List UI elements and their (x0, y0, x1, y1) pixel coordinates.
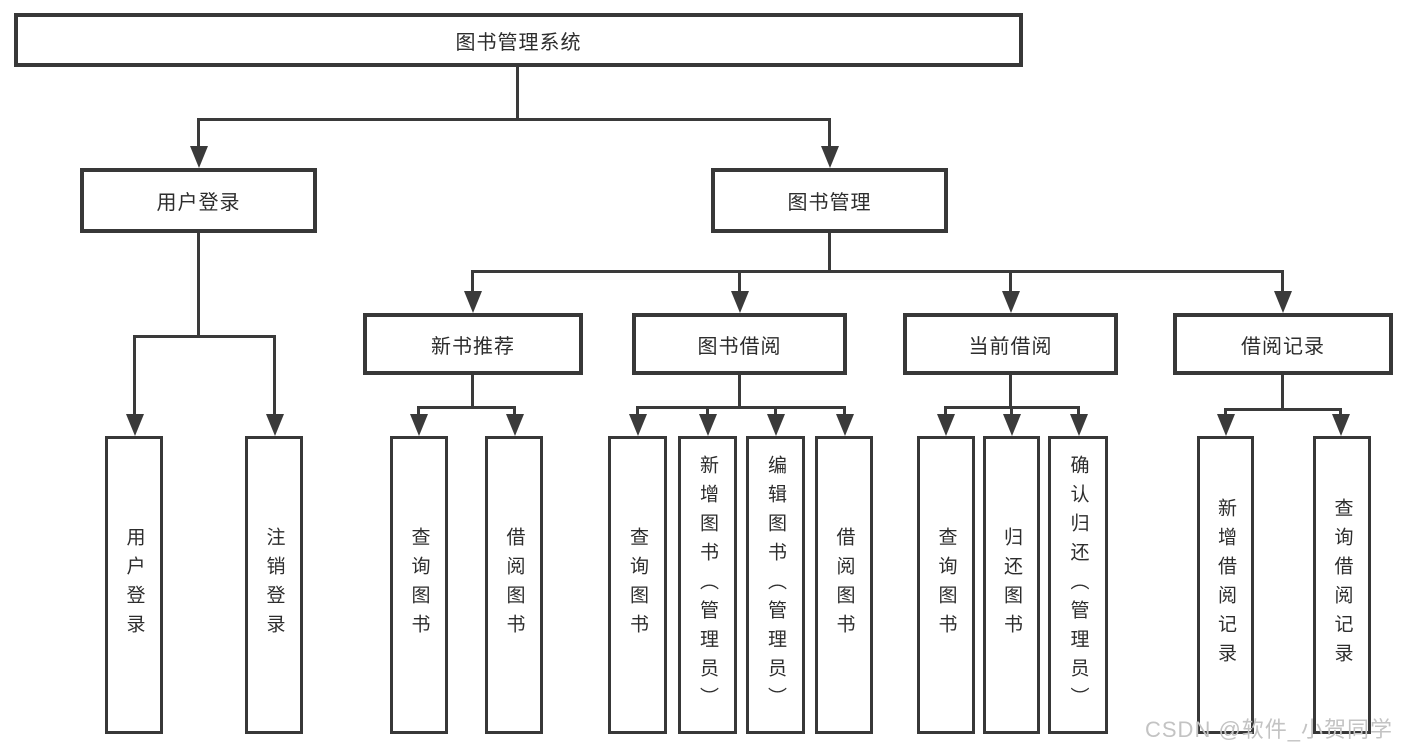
connector-drop-br-query (1339, 408, 1342, 418)
arrow-bb-borrow-icon (836, 414, 854, 436)
connector-bookborrow-stem (738, 375, 741, 408)
arrow-br-query-icon (1332, 414, 1350, 436)
leaf-return-book: 归还图书 (983, 436, 1040, 734)
arrow-recommend-icon (464, 291, 482, 313)
connector-borrowrecords-branch (1224, 408, 1342, 411)
connector-drop-bb-edit (774, 406, 777, 418)
connector-drop-bb-add (706, 406, 709, 418)
connector-drop-current (1009, 270, 1012, 295)
connector-drop-book-management (828, 118, 831, 150)
connector-drop-bb-borrow (843, 406, 846, 418)
connector-bookmgmt-branch (471, 270, 1284, 273)
arrow-bb-edit-icon (767, 414, 785, 436)
arrow-leaf-logout-icon (266, 414, 284, 436)
arrow-borrow-icon (731, 291, 749, 313)
arrow-rec-borrow-icon (506, 414, 524, 436)
leaf-add-book-admin: 新增图书（管理员） (678, 436, 737, 734)
connector-borrowrecords-stem (1281, 375, 1284, 410)
connector-currentborrow-stem (1009, 375, 1012, 408)
arrow-records-icon (1274, 291, 1292, 313)
leaf-borrow-books: 借阅图书 (815, 436, 873, 734)
csdn-watermark: CSDN @软件_小贺同学 (1145, 717, 1394, 742)
connector-bookmgmt-stem (828, 233, 831, 272)
connector-recommend-branch (417, 406, 516, 409)
node-current-borrow: 当前借阅 (903, 313, 1118, 375)
leaf-query-books-borrow: 查询图书 (608, 436, 667, 734)
arrow-br-add-icon (1217, 414, 1235, 436)
connector-drop-leaf-logout (273, 335, 276, 417)
leaf-borrow-books-recommend: 借阅图书 (485, 436, 543, 734)
node-root-system: 图书管理系统 (14, 13, 1023, 67)
leaf-query-borrow-record: 查询借阅记录 (1313, 436, 1371, 734)
node-book-borrow: 图书借阅 (632, 313, 847, 375)
connector-root-stem (516, 67, 519, 120)
leaf-edit-book-admin: 编辑图书（管理员） (746, 436, 805, 734)
leaf-query-books-recommend: 查询图书 (390, 436, 448, 734)
arrow-book-management-icon (821, 146, 839, 168)
connector-root-branch (197, 118, 831, 121)
connector-recommend-stem (471, 375, 474, 408)
arrow-cb-query-icon (937, 414, 955, 436)
leaf-add-borrow-record: 新增借阅记录 (1197, 436, 1254, 734)
leaf-logout: 注销登录 (245, 436, 303, 734)
connector-drop-recommend (471, 270, 474, 295)
node-book-management: 图书管理 (711, 168, 948, 233)
connector-userlogin-stem (197, 233, 200, 337)
node-borrow-records: 借阅记录 (1173, 313, 1393, 375)
arrow-leaf-login-icon (126, 414, 144, 436)
connector-bookborrow-branch (636, 406, 846, 409)
connector-drop-bb-query (636, 406, 639, 418)
node-user-login: 用户登录 (80, 168, 317, 233)
leaf-query-books-current: 查询图书 (917, 436, 975, 734)
arrow-cb-confirm-icon (1070, 414, 1088, 436)
arrow-user-login-icon (190, 146, 208, 168)
connector-drop-br-add (1224, 408, 1227, 418)
connector-drop-leaf-login (133, 335, 136, 417)
connector-drop-user-login (197, 118, 200, 150)
leaf-confirm-return-admin: 确认归还（管理员） (1048, 436, 1108, 734)
connector-drop-cb-query (944, 406, 947, 418)
arrow-bb-add-icon (699, 414, 717, 436)
connector-drop-cb-return (1010, 406, 1013, 418)
connector-drop-rec-borrow (513, 406, 516, 418)
connector-drop-borrow (738, 270, 741, 295)
connector-drop-records (1281, 270, 1284, 295)
connector-drop-cb-confirm (1077, 406, 1080, 418)
arrow-bb-query-icon (629, 414, 647, 436)
leaf-user-login: 用户登录 (105, 436, 163, 734)
arrow-current-icon (1002, 291, 1020, 313)
node-new-book-recommend: 新书推荐 (363, 313, 583, 375)
arrow-rec-query-icon (410, 414, 428, 436)
arrow-cb-return-icon (1003, 414, 1021, 436)
connector-userlogin-branch (133, 335, 276, 338)
connector-drop-rec-query (417, 406, 420, 418)
